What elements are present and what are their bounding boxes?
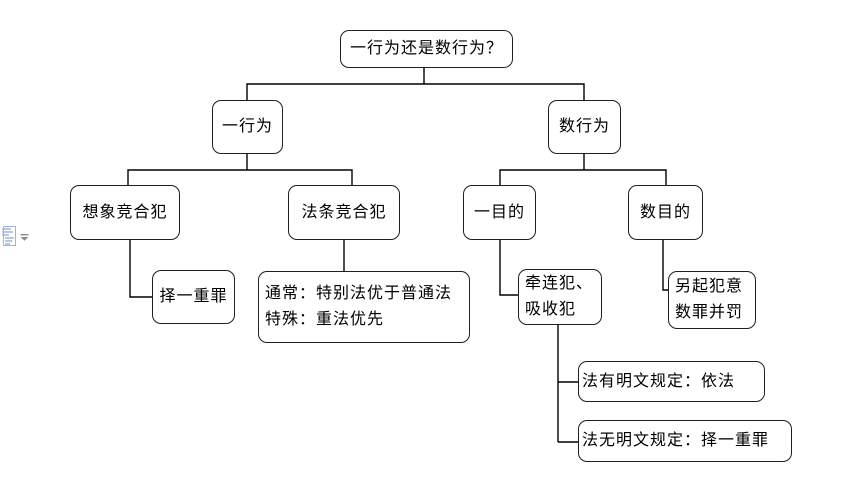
node-label-line2: 数罪并罚 bbox=[675, 304, 744, 321]
node-label-line2: 特殊：重法优先 bbox=[265, 311, 385, 328]
node-imaginative-joinder: 想象竞合犯 bbox=[70, 185, 180, 240]
node-no-explicit-provision: 法无明文规定：择一重罪 bbox=[578, 420, 792, 462]
node-implicated-absorbed: 牵连犯、 吸收犯 bbox=[518, 269, 602, 325]
node-label: 一目的 bbox=[473, 203, 525, 221]
node-label-line1: 牵连犯、 bbox=[525, 275, 594, 293]
node-label: 数行为 bbox=[558, 118, 610, 136]
node-label: 法无明文规定：择一重罪 bbox=[582, 432, 770, 450]
node-label-line1: 通常：特别法优于普通法 bbox=[265, 285, 453, 303]
node-label: 一行为 bbox=[221, 118, 273, 136]
clipboard-paste-icon bbox=[2, 226, 16, 246]
node-label-line1: 另起犯意 bbox=[675, 278, 744, 296]
node-label: 想象竞合犯 bbox=[82, 203, 168, 221]
node-label: 一行为还是数行为？ bbox=[349, 40, 503, 58]
node-label: 数目的 bbox=[639, 203, 691, 221]
node-root: 一行为还是数行为？ bbox=[340, 30, 513, 68]
node-label: 法条竞合犯 bbox=[301, 203, 387, 221]
node-pick-heavier-crime: 择一重罪 bbox=[152, 270, 235, 324]
node-label: 择一重罪 bbox=[159, 288, 228, 306]
node-multi-purpose: 数目的 bbox=[628, 185, 703, 240]
node-new-criminal-intent: 另起犯意 数罪并罚 bbox=[668, 271, 756, 329]
node-statutory-concurrence: 法条竞合犯 bbox=[288, 185, 400, 240]
node-explicit-provision: 法有明文规定：依法 bbox=[578, 361, 765, 402]
node-statutory-rule: 通常：特别法优于普通法 特殊：重法优先 bbox=[258, 271, 470, 343]
node-one-act: 一行为 bbox=[212, 100, 283, 154]
node-one-purpose: 一目的 bbox=[463, 185, 536, 240]
chevron-down-icon[interactable] bbox=[20, 234, 29, 241]
node-multi-act: 数行为 bbox=[548, 100, 621, 154]
node-label: 法有明文规定：依法 bbox=[582, 372, 736, 390]
node-label-line2: 吸收犯 bbox=[525, 301, 577, 318]
paste-options-button[interactable] bbox=[1, 225, 35, 257]
